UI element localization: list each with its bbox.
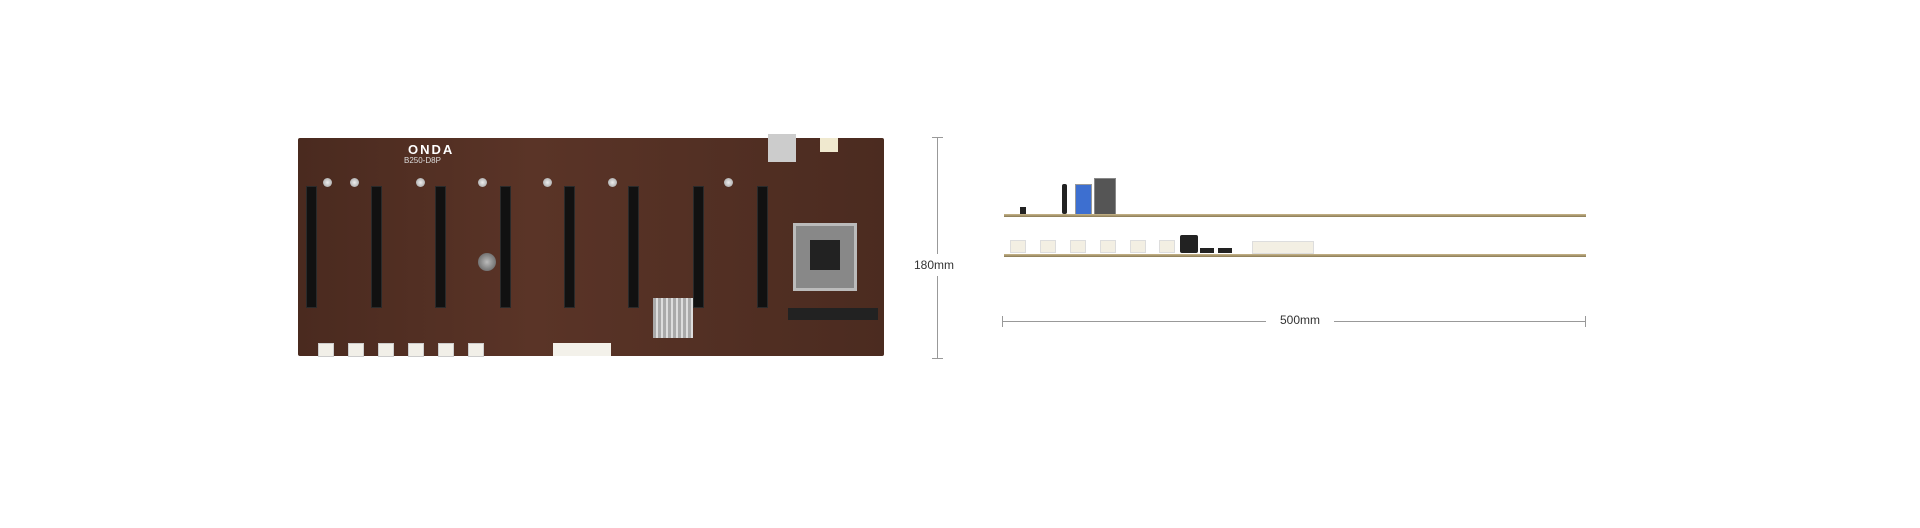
atx-connector — [1252, 241, 1314, 254]
height-dimension-line — [937, 137, 938, 359]
power-connector — [318, 343, 334, 357]
cpu-socket — [793, 223, 857, 291]
capacitor — [323, 178, 332, 187]
capacitor — [543, 178, 552, 187]
power-connector — [468, 343, 484, 357]
capacitor — [350, 178, 359, 187]
power-connector — [1130, 240, 1146, 253]
model-label: B250-D8P — [404, 156, 441, 165]
capacitor — [608, 178, 617, 187]
pcie-slot — [306, 186, 317, 308]
pcie-slot — [500, 186, 511, 308]
pcie-slot — [757, 186, 768, 308]
pcie-slot — [693, 186, 704, 308]
side-view-bottom — [1004, 230, 1586, 260]
board-edge — [1004, 214, 1586, 217]
capacitor — [416, 178, 425, 187]
board-edge — [1004, 254, 1586, 257]
power-connector — [1100, 240, 1116, 253]
capacitor — [478, 178, 487, 187]
side-view-rear — [1004, 164, 1586, 224]
cmos-battery — [478, 253, 496, 271]
lan-usb-ports — [1094, 178, 1116, 216]
atx-connector — [553, 343, 611, 356]
pcie-slot — [564, 186, 575, 308]
usb-ports — [1075, 184, 1092, 216]
power-connector — [1070, 240, 1086, 253]
power-connector — [1040, 240, 1056, 253]
brand-logo: ONDA — [408, 142, 455, 157]
power-connector — [348, 343, 364, 357]
io-ports — [768, 134, 796, 162]
motherboard-image: ONDA B250-D8P — [298, 134, 884, 357]
m2-slot — [788, 308, 878, 320]
power-connector — [408, 343, 424, 357]
hdmi-port — [1062, 184, 1067, 214]
power-connector — [1159, 240, 1175, 253]
sata-ports — [1180, 235, 1198, 253]
pcie-slot — [435, 186, 446, 308]
width-label: 500mm — [1266, 313, 1335, 327]
capacitor — [724, 178, 733, 187]
power-connector — [1010, 240, 1026, 253]
pcie-slot — [371, 186, 382, 308]
cpu-power-connector — [820, 138, 838, 152]
power-connector — [378, 343, 394, 357]
chipset-heatsink — [653, 298, 693, 338]
power-connector — [438, 343, 454, 357]
pcie-slot — [628, 186, 639, 308]
height-label: 180mm — [912, 254, 957, 276]
